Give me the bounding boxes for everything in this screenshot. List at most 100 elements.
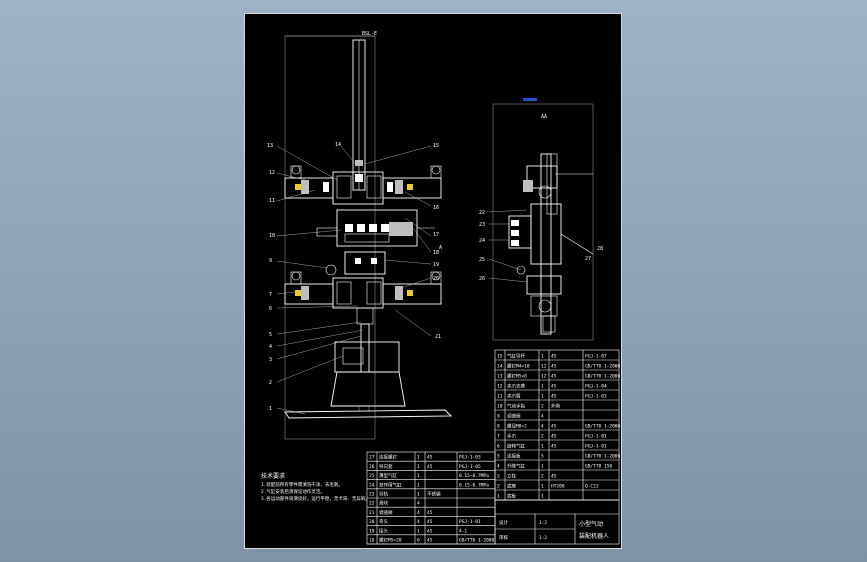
parts-cell-name: 滑块 bbox=[379, 500, 388, 507]
parts-cell-qty: 1 bbox=[541, 484, 544, 490]
parts-cell-qty: 4 bbox=[417, 510, 420, 516]
balloon-16: 16 bbox=[433, 205, 439, 211]
view-label-top: BSL-E bbox=[362, 31, 377, 37]
balloon-17: 17 bbox=[433, 232, 439, 238]
parts-cell-no: 8 bbox=[497, 424, 500, 430]
parts-cell-name: 螺钉M4×10 bbox=[507, 363, 530, 370]
parts-cell-code: GB/T70 150 bbox=[585, 464, 612, 470]
balloon-22: 22 bbox=[479, 210, 485, 216]
parts-cell-qty: 1 bbox=[541, 464, 544, 470]
parts-cell-no: 18 bbox=[369, 538, 375, 544]
parts-cell-code: PGJ-1-01 bbox=[585, 434, 607, 440]
parts-cell-qty: 1 bbox=[417, 492, 420, 498]
parts-cell-code: 0.15-0.7MPa bbox=[459, 473, 489, 479]
parts-cell-no: 1 bbox=[497, 494, 500, 500]
parts-cell-no: 7 bbox=[497, 434, 500, 440]
balloon-12: 12 bbox=[269, 170, 275, 176]
parts-cell-mat: 45 bbox=[551, 354, 557, 360]
parts-cell-qty: 1 bbox=[541, 354, 544, 360]
parts-cell-no: 27 bbox=[369, 455, 375, 461]
parts-cell-no: 10 bbox=[497, 404, 503, 410]
parts-cell-mat: 45 bbox=[427, 510, 433, 516]
balloon-23: 23 bbox=[479, 222, 485, 228]
parts-cell-name: 弯头 bbox=[379, 518, 388, 525]
parts-cell-no: 11 bbox=[497, 394, 503, 400]
parts-cell-no: 13 bbox=[497, 374, 503, 380]
parts-cell-no: 24 bbox=[369, 482, 375, 488]
parts-cell-name: 夹爪支座 bbox=[507, 383, 525, 390]
balloon-26: 26 bbox=[479, 276, 485, 282]
parts-cell-mat: HT200 bbox=[551, 484, 565, 490]
parts-cell-code: PGJ-1-05 bbox=[459, 464, 481, 470]
parts-cell-qty: 1 bbox=[417, 473, 420, 479]
parts-cell-no: 3 bbox=[497, 474, 500, 480]
parts-cell-code: GB/T70 1-2000 bbox=[585, 454, 621, 460]
note-line-1: 1.装配前所有零件需清洗干净，去毛刺。 bbox=[261, 481, 343, 488]
balloon-10: 10 bbox=[269, 233, 275, 239]
parts-cell-qty: 1 bbox=[417, 464, 420, 470]
parts-cell-qty: 4 bbox=[417, 519, 420, 525]
parts-cell-name: 立柱 bbox=[507, 473, 516, 480]
parts-cell-qty: 2 bbox=[541, 434, 544, 440]
parts-cell-mat: 45 bbox=[551, 434, 557, 440]
parts-cell-name: 螺钉M5×20 bbox=[379, 537, 402, 544]
drawing-sheet: BSL-E bbox=[244, 13, 622, 549]
technical-notes: 技术要求 1.装配前所有零件需清洗干净，去毛刺。 2.气缸安装后须保证动作灵活。… bbox=[261, 472, 370, 502]
parts-cell-mat: 不锈钢 bbox=[427, 491, 441, 498]
parts-cell-mat: 45 bbox=[551, 374, 557, 380]
parts-cell-mat: 外购 bbox=[551, 403, 560, 410]
drawing-title-2: 装配机器人 bbox=[579, 532, 609, 540]
parts-cell-name: 升降气缸 bbox=[507, 463, 525, 470]
parts-cell-code: PGJ-1-03 bbox=[459, 455, 481, 461]
drawing-title-1: 小型气动 bbox=[579, 520, 603, 528]
parts-cell-name: 调速阀 bbox=[507, 413, 521, 420]
parts-cell-qty: 4 bbox=[541, 424, 544, 430]
parts-cell-code: 0.15-0.7MPa bbox=[459, 482, 489, 488]
balloon-3: 3 bbox=[269, 357, 272, 363]
parts-cell-name: 双作用气缸 bbox=[379, 481, 402, 488]
parts-cell-qty: 12 bbox=[541, 364, 547, 370]
parts-cell-name: 夹爪臂 bbox=[507, 393, 521, 400]
parts-cell-no: 26 bbox=[369, 464, 375, 470]
balloon-15: 15 bbox=[433, 143, 439, 149]
balloon-labels: 13 12 11 14 15 16 10 17 18 9 19 20 7 6 5… bbox=[267, 142, 442, 412]
parts-cell-qty: 1 bbox=[417, 455, 420, 461]
balloon-13: 13 bbox=[267, 143, 273, 149]
parts-cell-no: 5 bbox=[497, 454, 500, 460]
parts-cell-name: 薄型气缸 bbox=[379, 472, 397, 479]
parts-cell-mat: 45 bbox=[551, 444, 557, 450]
parts-cell-no: 21 bbox=[369, 510, 375, 516]
parts-cell-mat: 45 bbox=[551, 474, 557, 480]
balloon-4: 4 bbox=[269, 344, 272, 350]
parts-cell-qty: 4 bbox=[417, 501, 420, 507]
parts-cell-no: 6 bbox=[497, 444, 500, 450]
parts-cell-code: PGJ-1-03 bbox=[585, 394, 607, 400]
checker-label: 审核 bbox=[499, 534, 508, 541]
balloon-27: 27 bbox=[585, 256, 591, 262]
parts-cell-mat: 45 bbox=[427, 455, 433, 461]
parts-cell-no: 25 bbox=[369, 473, 375, 479]
balloon-7: 7 bbox=[269, 292, 272, 298]
parts-cell-qty: 2 bbox=[541, 404, 544, 410]
parts-cell-no: 15 bbox=[497, 354, 503, 360]
parts-cell-name: 气动手指 bbox=[507, 403, 525, 410]
parts-cell-name: 手爪 bbox=[507, 433, 516, 440]
balloon-9: 9 bbox=[269, 258, 272, 264]
parts-cell-qty: 2 bbox=[541, 474, 544, 480]
designer-label: 设计 bbox=[499, 519, 508, 526]
parts-cell-name: 导轨 bbox=[379, 491, 388, 498]
parts-cell-name: 旋转气缸 bbox=[507, 443, 525, 450]
parts-cell-name: 调速阀 bbox=[379, 509, 393, 516]
balloon-14: 14 bbox=[335, 142, 341, 148]
parts-cell-no: 12 bbox=[497, 384, 503, 390]
parts-cell-qty: 12 bbox=[541, 374, 547, 380]
parts-cell-no: 2 bbox=[497, 484, 500, 490]
parts-cell-code: PGJ-1-01 bbox=[585, 444, 607, 450]
parts-cell-mat: 45 bbox=[427, 464, 433, 470]
balloon-11: 11 bbox=[269, 198, 275, 204]
parts-cell-code: GB/T70 1-2000 bbox=[585, 364, 621, 370]
parts-cell-mat: 45 bbox=[551, 394, 557, 400]
parts-cell-name: 螺钉M5×8 bbox=[507, 373, 527, 380]
